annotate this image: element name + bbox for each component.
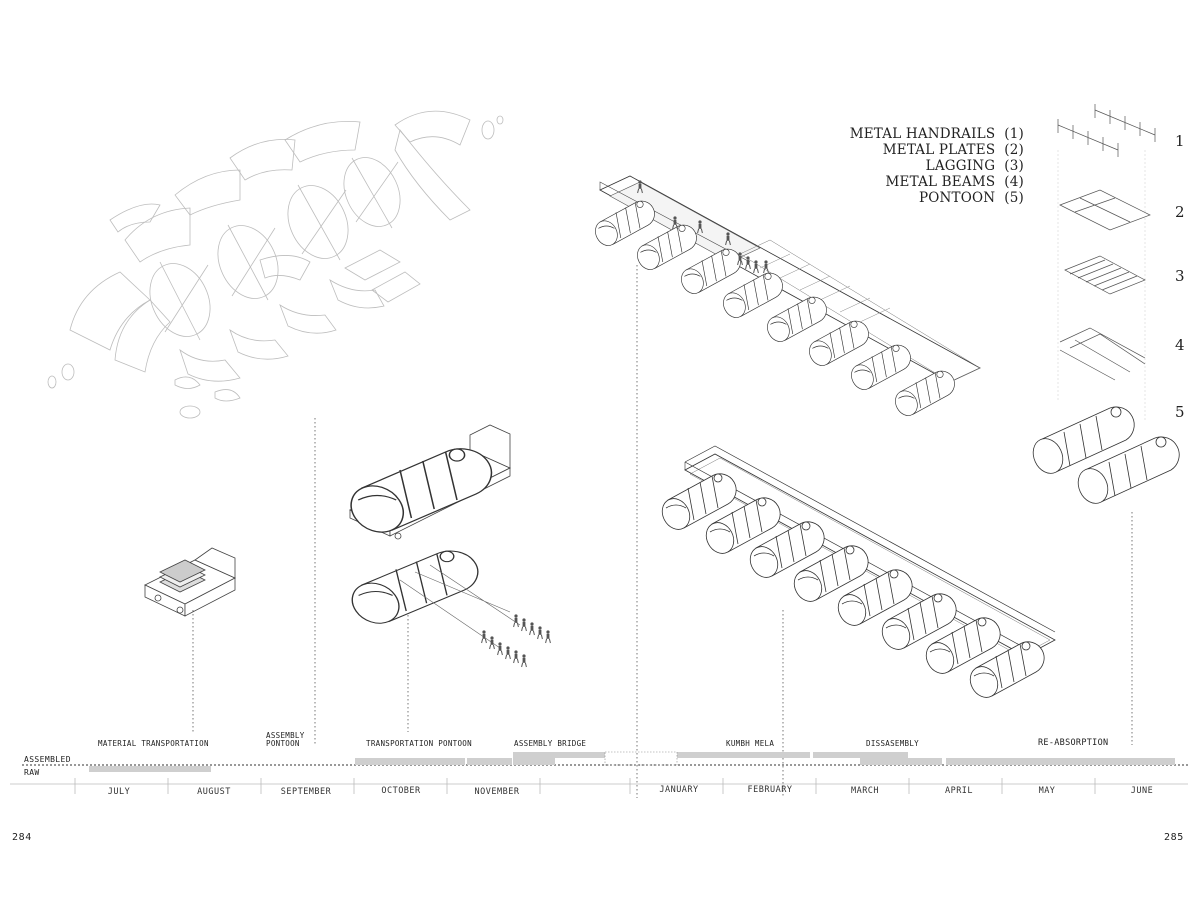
- month-label-september: SEPTEMBER: [280, 787, 332, 797]
- bar-gap-dashed: [604, 751, 678, 766]
- bar-assembly-bridge-1: [467, 758, 512, 765]
- phase-label-re-absorption: RE-ABSORPTION: [1038, 738, 1109, 748]
- legend-row-pontoon: PONTOON (5): [918, 190, 1024, 206]
- layer-stack-drawing: [1027, 104, 1180, 509]
- pontoon-truck-drawing: [340, 424, 511, 541]
- layer-number-3: 3: [1175, 267, 1185, 285]
- layer-number-4: 4: [1175, 336, 1185, 354]
- bar-material-transportation: [89, 766, 211, 772]
- bar-dissasembly-1: [813, 752, 860, 758]
- layer-number-1: 1: [1175, 132, 1185, 150]
- month-label-may: MAY: [1038, 786, 1056, 796]
- phase-label-assembly-pontoon: ASSEMBLY PONTOON: [266, 731, 305, 748]
- bar-assembly-bridge-3: [555, 752, 605, 758]
- phase-label-dissasembly: DISSASEMBLY: [866, 739, 919, 748]
- material-truck-drawing: [144, 547, 236, 617]
- component-legend: METAL HANDRAILS (1) METAL PLATES (2) LAG…: [850, 126, 1024, 206]
- page-number-left: 284: [12, 832, 32, 843]
- timeline: [10, 751, 1188, 794]
- completed-bridge-drawing: [656, 445, 1056, 703]
- month-label-august: AUGUST: [197, 787, 231, 797]
- phase-label-transportation-pontoon: TRANSPORTATION PONTOON: [366, 739, 472, 748]
- leader-lines: [192, 265, 1133, 798]
- month-label-february: FEBRUARY: [747, 785, 793, 795]
- bar-re-absorption: [946, 758, 1175, 765]
- layer-number-5: 5: [1175, 403, 1185, 421]
- layer-number-2: 2: [1175, 203, 1185, 221]
- bar-transportation-pontoon: [355, 758, 465, 765]
- month-label-january: JANUARY: [659, 785, 699, 795]
- month-label-june: JUNE: [1130, 786, 1154, 796]
- exploded-pontoon-drawing: [47, 110, 504, 419]
- month-label-april: APRIL: [944, 786, 974, 796]
- bar-dissasembly-3: [908, 758, 942, 765]
- pontoon-transport-drawing: [342, 550, 551, 668]
- bar-assembly-bridge-2: [513, 752, 555, 765]
- axis-label-raw: RAW: [24, 768, 40, 777]
- month-label-november: NOVEMBER: [474, 787, 520, 797]
- phase-label-kumbh-mela: KUMBH MELA: [726, 739, 775, 748]
- bar-dissasembly-2: [860, 752, 908, 765]
- legend-row-lagging: LAGGING (3): [925, 158, 1024, 174]
- bar-kumbh-mela: [677, 752, 810, 758]
- month-label-october: OCTOBER: [381, 786, 421, 796]
- legend-row-handrails: METAL HANDRAILS (1): [849, 126, 1024, 142]
- month-label-march: MARCH: [850, 786, 880, 796]
- page-number-right: 285: [1164, 832, 1184, 843]
- phase-label-material-transportation: MATERIAL TRANSPORTATION: [98, 739, 209, 748]
- month-label-july: JULY: [107, 787, 131, 797]
- legend-row-plates: METAL PLATES (2): [882, 142, 1024, 158]
- phase-label-assembly-bridge: ASSEMBLY BRIDGE: [514, 739, 587, 748]
- axis-label-assembled: ASSEMBLED: [24, 755, 71, 764]
- legend-row-beams: METAL BEAMS (4): [885, 174, 1024, 190]
- bridge-assembly-drawing: [590, 175, 981, 420]
